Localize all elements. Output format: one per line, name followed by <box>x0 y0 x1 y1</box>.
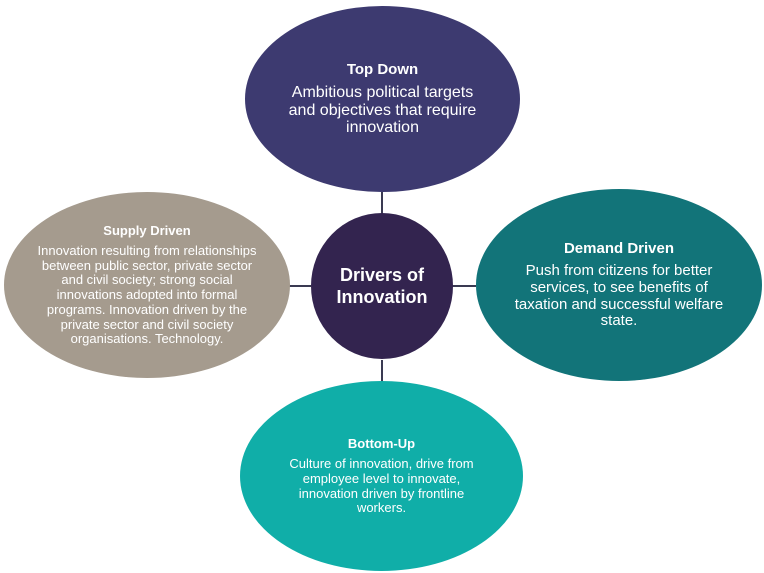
center-label: Drivers of Innovation <box>336 264 428 308</box>
node-demand-driven: Demand Driven Push from citizens for bet… <box>476 189 762 381</box>
node-top-down: Top Down Ambitious political targets and… <box>245 6 520 192</box>
connector-left <box>289 285 311 287</box>
connector-bottom <box>381 360 383 382</box>
node-description: Ambitious political targets and objectiv… <box>288 83 477 137</box>
node-title: Supply Driven <box>103 223 191 239</box>
node-title: Bottom-Up <box>347 435 416 451</box>
node-title: Demand Driven <box>563 239 675 257</box>
node-description: Push from citizens for better services, … <box>514 261 724 330</box>
node-title: Top Down <box>346 60 419 78</box>
node-center-drivers: Drivers of Innovation <box>311 213 453 359</box>
connector-right <box>452 285 476 287</box>
connector-top <box>381 192 383 214</box>
node-bottom-up: Bottom-Up Culture of innovation, drive f… <box>240 381 523 571</box>
node-description: Innovation resulting from relationships … <box>37 243 257 347</box>
node-description: Culture of innovation, drive from employ… <box>289 455 474 516</box>
node-supply-driven: Supply Driven Innovation resulting from … <box>4 192 290 378</box>
